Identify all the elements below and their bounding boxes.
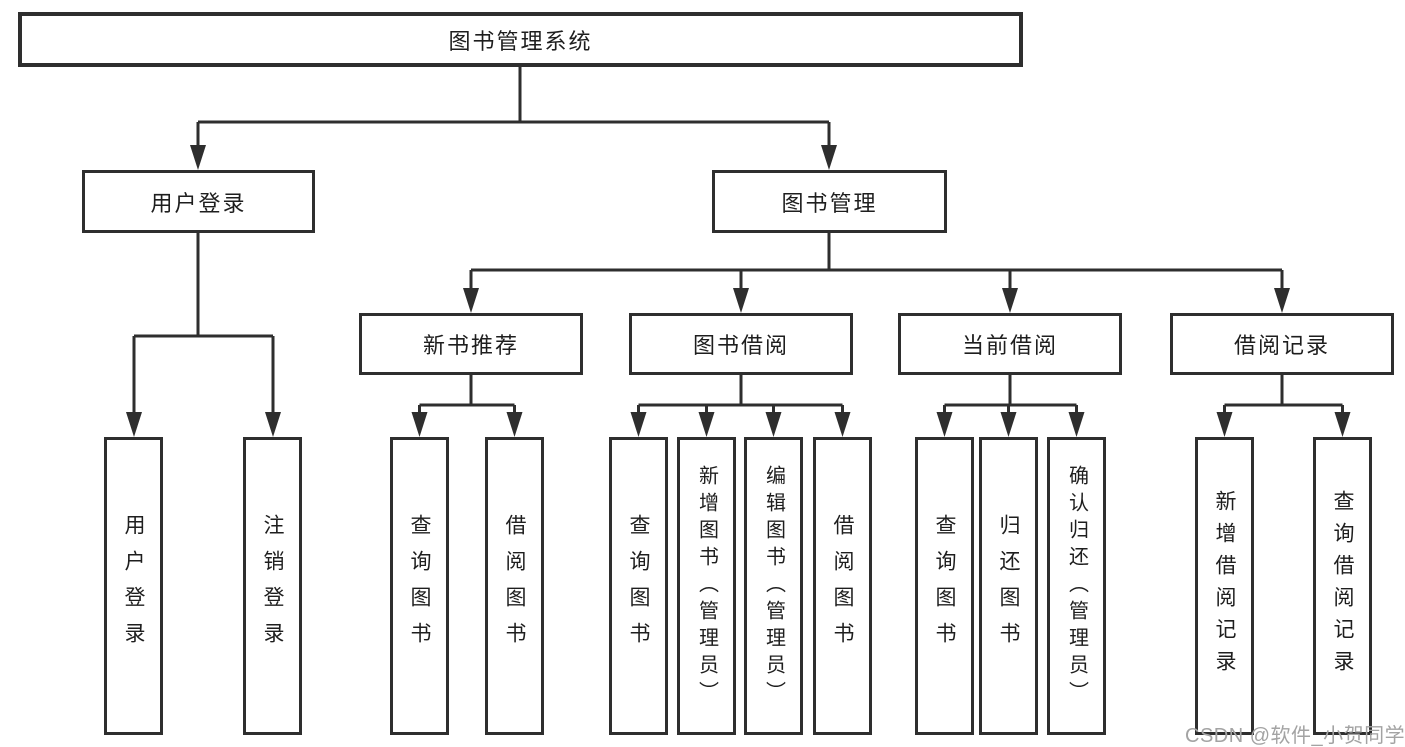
node-new-book-recommendation: 新书推荐 — [359, 313, 583, 375]
csdn-watermark: CSDN @软件_小贺同学 — [1185, 725, 1405, 747]
node-label: 当前借阅 — [961, 333, 1058, 358]
leaf-query-books: 查询图书 — [609, 437, 668, 735]
node-label: 借阅图书 — [831, 514, 854, 658]
node-book-management: 图书管理 — [712, 170, 947, 233]
node-label: 新书推荐 — [422, 333, 519, 358]
node-label: 归还图书 — [997, 514, 1020, 658]
leaf-edit-books-admin: 编辑图书（管理员） — [744, 437, 803, 735]
leaf-return-books: 归还图书 — [979, 437, 1038, 735]
leaf-query-borrow-record: 查询借阅记录 — [1313, 437, 1372, 735]
node-current-borrowing: 当前借阅 — [898, 313, 1122, 375]
leaf-add-borrow-record: 新增借阅记录 — [1195, 437, 1254, 735]
leaf-borrow-books: 借阅图书 — [485, 437, 544, 735]
node-label: 用户登录 — [122, 514, 145, 658]
node-label: 查询借阅记录 — [1331, 490, 1354, 682]
node-borrowing-records: 借阅记录 — [1170, 313, 1394, 375]
leaf-user-login: 用户登录 — [104, 437, 163, 735]
node-label: 借阅记录 — [1233, 333, 1330, 358]
node-label: 编辑图书（管理员） — [762, 464, 785, 708]
node-label: 新增图书（管理员） — [695, 464, 718, 708]
node-label: 图书管理 — [781, 190, 878, 216]
node-label: 注销登录 — [261, 514, 284, 658]
node-label: 用户登录 — [150, 190, 247, 216]
node-label: 借阅图书 — [503, 514, 526, 658]
node-library-management-system: 图书管理系统 — [18, 12, 1023, 67]
leaf-logout: 注销登录 — [243, 437, 302, 735]
node-label: 查询图书 — [408, 514, 431, 658]
node-book-borrowing: 图书借阅 — [629, 313, 853, 375]
node-label: 图书管理系统 — [448, 28, 593, 54]
leaf-query-books: 查询图书 — [915, 437, 974, 735]
node-label: 查询图书 — [627, 514, 650, 658]
node-label: 图书借阅 — [692, 333, 789, 358]
leaf-query-books: 查询图书 — [390, 437, 449, 735]
node-label: 新增借阅记录 — [1213, 490, 1236, 682]
leaf-add-books-admin: 新增图书（管理员） — [677, 437, 736, 735]
leaf-confirm-return-admin: 确认归还（管理员） — [1047, 437, 1106, 735]
node-label: 确认归还（管理员） — [1065, 464, 1088, 708]
leaf-borrow-books: 借阅图书 — [813, 437, 872, 735]
node-user-login: 用户登录 — [82, 170, 315, 233]
node-label: 查询图书 — [933, 514, 956, 658]
